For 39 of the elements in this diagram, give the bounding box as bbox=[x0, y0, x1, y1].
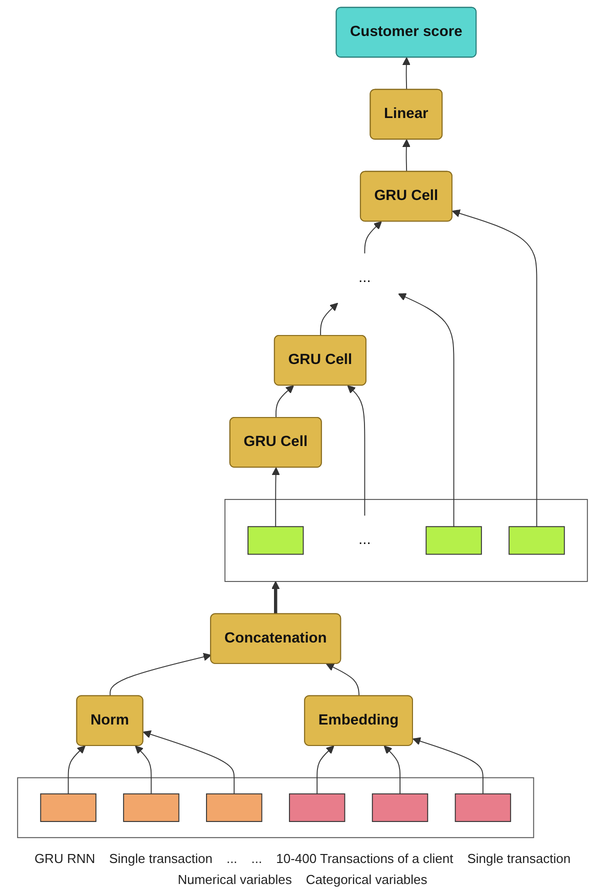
node-box bbox=[248, 526, 304, 555]
cluster bbox=[17, 777, 534, 838]
node-box bbox=[123, 793, 180, 822]
arrow bbox=[142, 730, 235, 794]
arrow bbox=[402, 139, 410, 172]
node-box bbox=[372, 793, 428, 822]
note-label: GRU RNN bbox=[34, 851, 96, 866]
arrow bbox=[272, 581, 280, 614]
arrow bbox=[276, 385, 294, 418]
cluster bbox=[224, 498, 588, 582]
node-box bbox=[40, 793, 96, 822]
node-text: ... bbox=[358, 270, 371, 286]
arrow bbox=[135, 746, 152, 794]
note-label: 10-400 Transactions of a client bbox=[276, 851, 454, 866]
arrow bbox=[452, 209, 538, 528]
arrow bbox=[364, 221, 382, 254]
node-text: ... bbox=[358, 532, 371, 548]
note-label: ... bbox=[226, 851, 238, 866]
arrow bbox=[272, 467, 280, 528]
note-label: Categorical variables bbox=[306, 872, 428, 887]
arrow bbox=[398, 293, 454, 528]
note-label: ... bbox=[251, 851, 262, 866]
node-box bbox=[206, 793, 262, 822]
arrow bbox=[412, 737, 484, 794]
arrow bbox=[110, 652, 212, 697]
note-label: Numerical variables bbox=[178, 872, 292, 887]
node-box bbox=[454, 793, 512, 822]
node-box bbox=[288, 793, 346, 822]
node-box bbox=[508, 526, 565, 555]
arrow bbox=[320, 302, 338, 336]
arrow bbox=[316, 746, 334, 794]
arrow bbox=[384, 746, 400, 794]
arrow bbox=[326, 663, 360, 697]
node-box bbox=[426, 526, 482, 555]
arrow bbox=[68, 746, 86, 794]
note-label: Single transaction bbox=[109, 851, 212, 866]
note-label: Single transaction bbox=[467, 851, 571, 866]
arrow bbox=[402, 57, 410, 90]
arrow bbox=[347, 385, 366, 516]
